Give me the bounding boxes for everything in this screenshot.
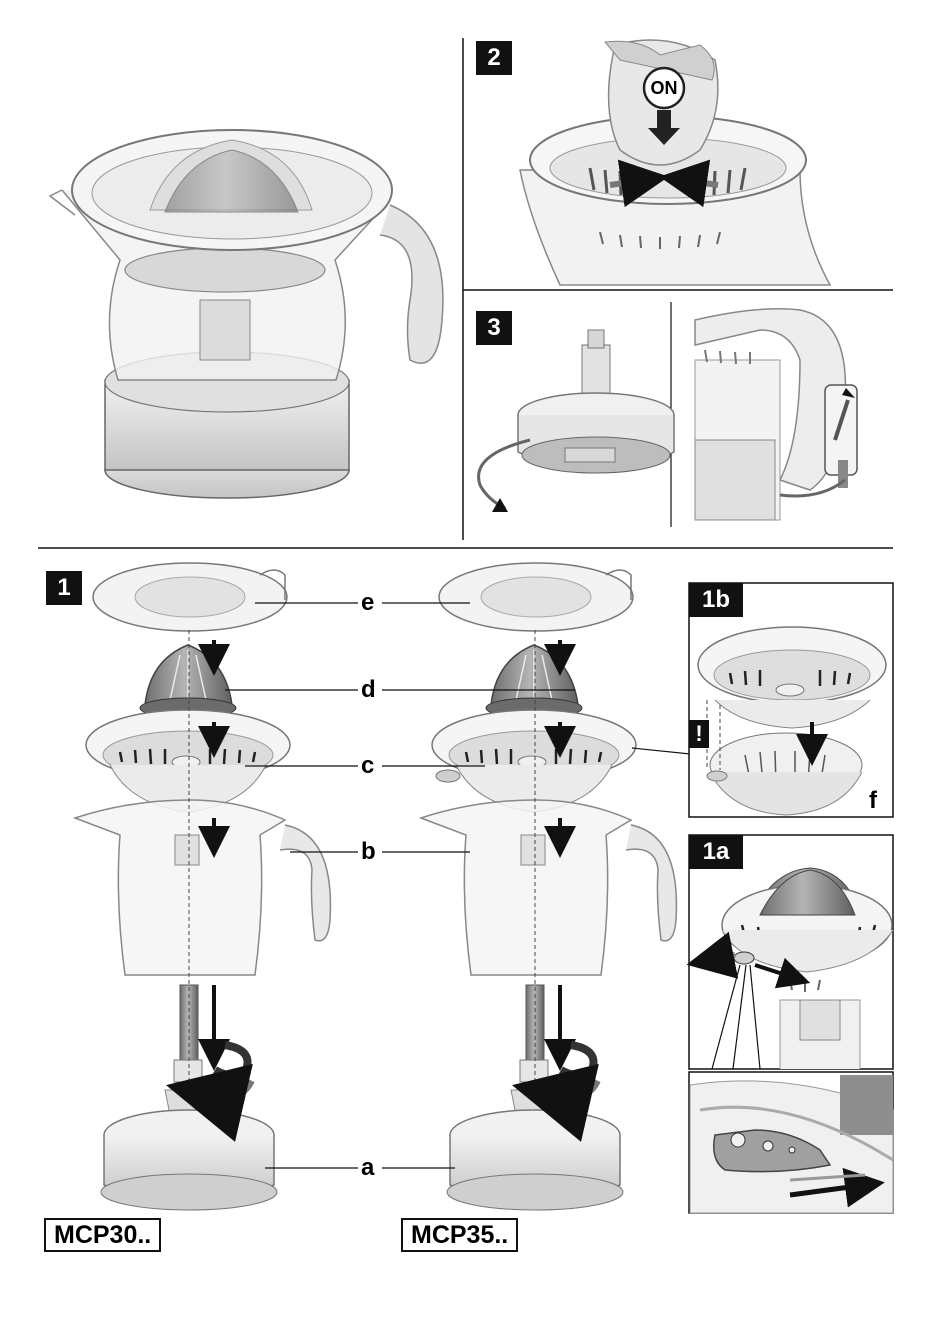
model-label-left: MCP30.. xyxy=(44,1218,161,1252)
inset-1b xyxy=(689,583,893,817)
step-3-cord-storage xyxy=(695,305,893,527)
part-label-c: c xyxy=(358,753,377,779)
part-label-d: d xyxy=(358,677,379,703)
part-label-e: e xyxy=(358,590,377,616)
model-label-right: MCP35.. xyxy=(401,1218,518,1252)
warning-mark: ! xyxy=(690,720,708,748)
assembled-juicer xyxy=(50,130,443,498)
step-3-cord-wrap xyxy=(479,330,674,512)
part-label-b: b xyxy=(358,839,379,865)
inset-detail-latch xyxy=(689,1072,893,1213)
step-3-badge: 3 xyxy=(476,311,512,345)
inset-1a xyxy=(689,835,893,1069)
step-1b-badge: 1b xyxy=(689,583,743,617)
on-button-label: ON xyxy=(647,77,681,99)
step-1a-badge: 1a xyxy=(689,835,743,869)
exploded-assembly-right xyxy=(421,563,676,1210)
part-label-a: a xyxy=(358,1155,377,1181)
step-2-badge: 2 xyxy=(476,41,512,75)
exploded-assembly-left xyxy=(75,563,330,1210)
part-label-f: f xyxy=(866,788,880,814)
step-1-badge: 1 xyxy=(46,571,82,605)
